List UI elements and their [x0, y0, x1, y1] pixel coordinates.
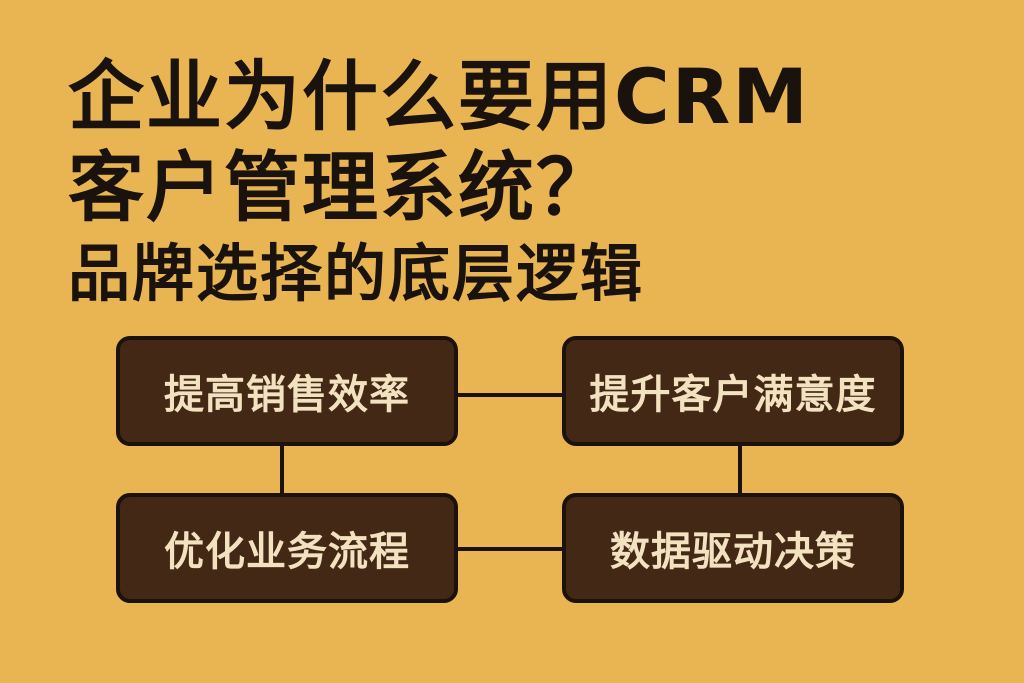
node-label: 优化业务流程 — [164, 529, 410, 575]
node-optimize-business-process: 优化业务流程 — [116, 493, 458, 603]
node-label: 提升客户满意度 — [589, 372, 877, 418]
node-improve-sales-efficiency: 提高销售效率 — [116, 336, 458, 446]
connector-top — [458, 393, 562, 397]
node-label: 数据驱动决策 — [610, 529, 856, 575]
connector-bottom — [458, 547, 562, 551]
node-improve-customer-satisfaction: 提升客户满意度 — [562, 336, 904, 446]
connector-right — [738, 446, 742, 493]
title-line-2: 客户管理系统？ — [68, 143, 614, 232]
subtitle: 品牌选择的底层逻辑 — [68, 237, 645, 310]
node-label: 提高销售效率 — [164, 372, 410, 418]
title-line-1: 企业为什么要用CRM — [68, 52, 810, 141]
node-data-driven-decisions: 数据驱动决策 — [562, 493, 904, 603]
connector-left — [280, 446, 284, 493]
